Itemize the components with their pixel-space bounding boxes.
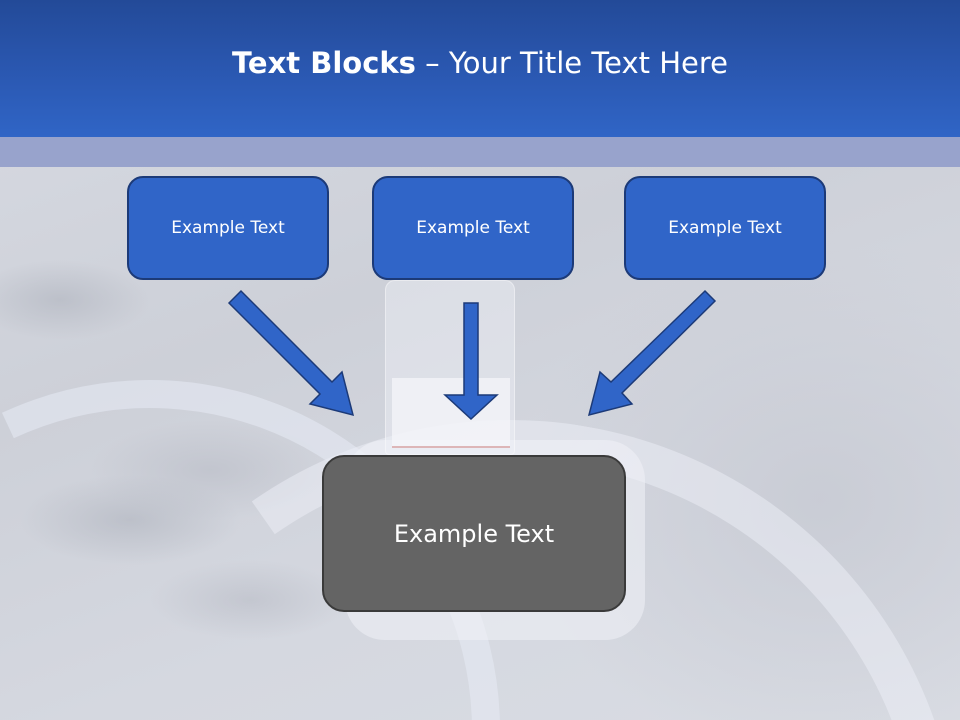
text-block-label: Example Text <box>668 218 782 238</box>
text-block-label: Example Text <box>171 218 285 238</box>
text-block-2[interactable]: Example Text <box>372 176 574 280</box>
slide-title: Text Blocks – Your Title Text Here <box>232 46 728 80</box>
title-bold: Text Blocks <box>231 45 416 80</box>
title-separator: – <box>415 45 449 80</box>
background-vial-label <box>392 378 510 448</box>
result-block-label: Example Text <box>393 519 555 548</box>
text-block-3[interactable]: Example Text <box>624 176 826 280</box>
arrow-down-icon[interactable] <box>443 302 499 421</box>
result-block[interactable]: Example Text <box>322 455 626 612</box>
arrow-down-right-icon[interactable] <box>227 289 355 417</box>
text-block-1[interactable]: Example Text <box>127 176 329 280</box>
title-underband <box>0 137 960 167</box>
text-block-label: Example Text <box>416 218 530 238</box>
title-rest: Your Title Text Here <box>448 45 729 80</box>
arrow-down-left-icon[interactable] <box>587 289 717 417</box>
title-bar: Text Blocks – Your Title Text Here <box>0 0 960 137</box>
